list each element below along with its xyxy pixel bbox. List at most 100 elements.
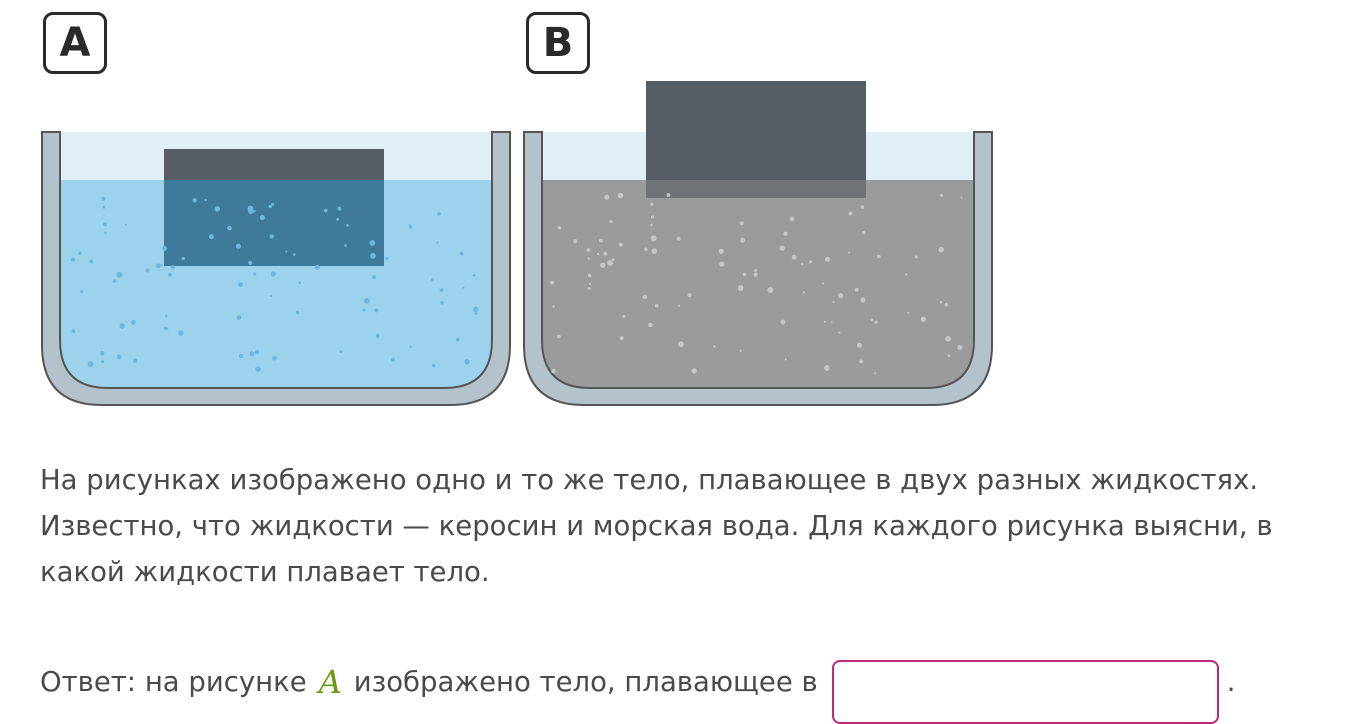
bubble — [133, 358, 138, 363]
bubble — [344, 244, 347, 247]
bubble — [472, 273, 476, 277]
bubble — [742, 272, 747, 277]
bubble — [713, 345, 716, 348]
bubble — [960, 196, 963, 199]
block-a — [164, 149, 384, 180]
bubble — [272, 355, 277, 361]
block-b — [646, 81, 866, 180]
bubble — [808, 260, 813, 264]
bubble — [165, 314, 168, 318]
bubble — [650, 215, 655, 219]
answer-line: Ответ: на рисунке A изображено тело, пла… — [40, 650, 1236, 724]
bubble — [104, 231, 107, 235]
bubble — [832, 301, 835, 304]
figure-label-b: B — [526, 12, 590, 74]
bubble — [784, 358, 787, 361]
beaker-wall-a — [41, 131, 511, 406]
bubble — [862, 230, 866, 235]
bubble — [101, 196, 106, 201]
bubble — [783, 231, 788, 236]
bubble — [666, 193, 671, 197]
bubble — [474, 312, 478, 315]
bubble — [821, 282, 825, 285]
bubble — [204, 198, 207, 202]
bubble — [408, 225, 413, 229]
bubble — [102, 222, 107, 227]
bubble — [390, 357, 395, 362]
bubble — [648, 322, 653, 328]
bubble — [837, 292, 844, 299]
bubble — [254, 349, 260, 355]
bubble — [598, 238, 603, 243]
bubble — [587, 287, 591, 291]
bubble — [363, 297, 370, 304]
bubble — [440, 301, 444, 305]
bubble — [848, 251, 851, 254]
bubble — [235, 243, 242, 249]
bubble — [160, 264, 163, 267]
bubble — [371, 275, 377, 280]
bubble — [650, 223, 653, 227]
bubble — [192, 198, 197, 203]
bubble — [789, 216, 795, 222]
bubble — [719, 261, 725, 267]
answer-variable: A — [318, 663, 342, 701]
bubble — [336, 218, 340, 221]
bubble — [830, 321, 833, 324]
bubble — [857, 342, 863, 348]
answer-middle: изображено тело, плавающее в — [353, 666, 818, 698]
bubble — [550, 280, 554, 285]
bubble — [214, 206, 221, 212]
bubble — [385, 256, 389, 261]
bubble — [588, 282, 592, 286]
bubble — [957, 345, 963, 351]
answer-input[interactable] — [831, 660, 1219, 724]
bubble — [130, 319, 136, 325]
bubble — [677, 304, 681, 307]
bubble — [938, 246, 944, 253]
bubble — [437, 212, 441, 216]
bubble — [375, 333, 380, 338]
bubble — [800, 262, 804, 266]
bubble — [249, 351, 255, 357]
bubble — [459, 251, 464, 256]
bubble — [125, 223, 128, 226]
bubble — [456, 337, 460, 342]
bubble — [101, 360, 105, 364]
bubble — [178, 330, 184, 336]
bubble — [161, 245, 168, 251]
bubble — [208, 234, 214, 240]
bubble — [687, 293, 692, 298]
bubble — [253, 272, 257, 276]
figure — [41, 81, 993, 406]
bubble — [644, 247, 648, 252]
bubble — [619, 336, 624, 341]
bubble — [860, 297, 866, 303]
bubble — [557, 226, 562, 230]
bubble — [551, 368, 556, 374]
bubble — [603, 251, 608, 256]
bubble — [431, 363, 436, 368]
bubble — [650, 235, 657, 242]
bubble — [168, 272, 173, 277]
bubble — [737, 285, 744, 291]
bubble — [268, 204, 272, 209]
bubble — [337, 206, 342, 211]
bubble — [253, 210, 256, 213]
bubble — [823, 320, 827, 323]
bubble — [292, 253, 296, 256]
bubble — [739, 221, 744, 226]
bubble — [339, 350, 343, 353]
bubble — [650, 202, 654, 206]
bubble — [78, 251, 82, 255]
bubble — [238, 353, 244, 359]
bubble — [607, 260, 613, 266]
bubble — [87, 361, 94, 367]
bubble — [71, 329, 76, 334]
task-text: На рисунках изображено одно и то же тело… — [40, 464, 1273, 588]
bubble — [739, 349, 742, 353]
bubble — [439, 288, 444, 292]
bubble — [116, 272, 123, 278]
bubble — [298, 281, 302, 285]
answer-suffix: . — [1226, 666, 1236, 698]
